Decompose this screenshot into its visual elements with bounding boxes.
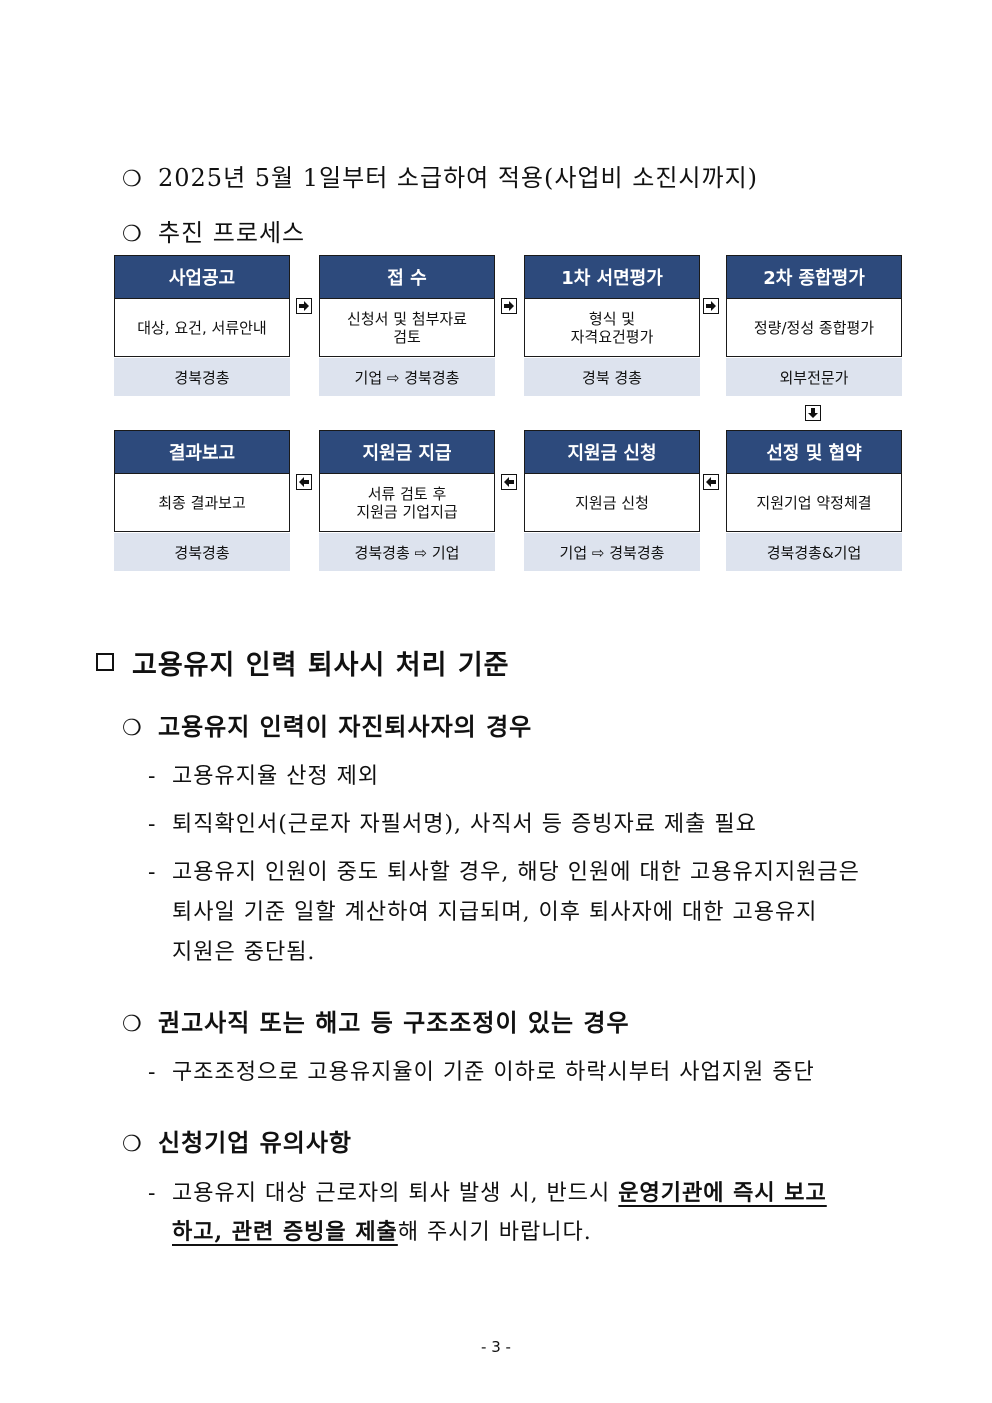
process-box-application: 지원금 신청 지원금 신청	[524, 430, 700, 532]
arrow-right-icon	[501, 298, 517, 314]
process-body: 최종 결과보고	[158, 493, 246, 512]
emphasis-text: 하고, 관련 증빙을 제출	[172, 1219, 398, 1245]
circle-bullet-icon: ❍	[122, 1132, 143, 1157]
circle-bullet-icon: ❍	[122, 167, 143, 192]
subsection-title: 고용유지 인력이 자진퇴사자의 경우	[158, 712, 533, 741]
subsection-title: 신청기업 유의사항	[158, 1128, 352, 1157]
list-item-text: 고용유지율 산정 제외	[172, 764, 380, 789]
subsection-applicant-notes: ❍ 신청기업 유의사항	[122, 1123, 352, 1158]
dash-marker: -	[148, 1181, 157, 1206]
arrow-right-icon	[296, 298, 312, 314]
process-body: 지원기업 약정체결	[756, 493, 872, 512]
circle-bullet-icon: ❍	[122, 222, 143, 247]
section-heading: 고용유지 인력 퇴사시 처리 기준	[96, 643, 510, 682]
list-item: -고용유지 인원이 중도 퇴사할 경우, 해당 인원에 대한 고용유지지원금은	[148, 854, 860, 886]
process-body: 정량/정성 종합평가	[753, 318, 875, 337]
process-box-result-report: 결과보고 최종 결과보고	[114, 430, 290, 532]
page-number: - 3 -	[481, 1338, 511, 1356]
section-title-text: 고용유지 인력 퇴사시 처리 기준	[132, 650, 510, 681]
list-item: -고용유지 대상 근로자의 퇴사 발생 시, 반드시 운영기관에 즉시 보고	[148, 1175, 827, 1207]
checkbox-square-icon	[96, 653, 114, 671]
intro-date-text: 2025년 5월 1일부터 소급하여 적용(사업비 소진시까지)	[158, 164, 759, 192]
list-item: -퇴직확인서(근로자 자필서명), 사직서 등 증빙자료 제출 필요	[148, 806, 757, 838]
process-owner: 외부전문가	[726, 358, 902, 396]
intro-line-process: ❍ 추진 프로세스	[122, 213, 305, 248]
process-body: 대상, 요건, 서류안내	[137, 318, 267, 337]
subsection-restructuring: ❍ 권고사직 또는 해고 등 구조조정이 있는 경우	[122, 1003, 630, 1038]
emphasis-text: 운영기관에 즉시 보고	[618, 1180, 827, 1206]
list-item-text: 고용유지 인원이 중도 퇴사할 경우, 해당 인원에 대한 고용유지지원금은	[172, 860, 860, 885]
process-title: 사업공고	[115, 256, 289, 299]
arrow-left-icon	[703, 474, 719, 490]
intro-process-text: 추진 프로세스	[158, 219, 306, 247]
intro-line-date: ❍ 2025년 5월 1일부터 소급하여 적용(사업비 소진시까지)	[122, 158, 758, 193]
process-owner: 기업 ⇨ 경북경총	[319, 358, 495, 396]
process-owner: 경북 경총	[524, 358, 700, 396]
dash-marker: -	[148, 764, 157, 789]
circle-bullet-icon: ❍	[122, 716, 143, 741]
arrow-left-icon	[501, 474, 517, 490]
list-item-continuation: 퇴사일 기준 일할 계산하여 지급되며, 이후 퇴사자에 대한 고용유지	[172, 900, 818, 925]
subsection-voluntary-resignation: ❍ 고용유지 인력이 자진퇴사자의 경우	[122, 707, 532, 742]
process-title: 접 수	[320, 256, 494, 299]
list-item-continuation: 하고, 관련 증빙을 제출해 주시기 바랍니다.	[172, 1214, 592, 1246]
arrow-left-icon	[296, 474, 312, 490]
process-owner: 경북경총 ⇨ 기업	[319, 533, 495, 571]
list-item-continuation: 지원은 중단됨.	[172, 940, 316, 965]
dash-marker: -	[148, 1060, 157, 1085]
process-box-selection: 선정 및 협약 지원기업 약정체결	[726, 430, 902, 532]
process-body: 지원금 신청	[575, 493, 649, 512]
process-owner: 경북경총&기업	[726, 533, 902, 571]
process-title: 2차 종합평가	[727, 256, 901, 299]
process-title: 1차 서면평가	[525, 256, 699, 299]
process-title: 지원금 지급	[320, 431, 494, 474]
dash-marker: -	[148, 812, 157, 837]
process-box-announce: 사업공고 대상, 요건, 서류안내	[114, 255, 290, 357]
dash-marker: -	[148, 860, 157, 885]
subsection-title: 권고사직 또는 해고 등 구조조정이 있는 경우	[158, 1008, 630, 1037]
arrow-down-icon	[805, 405, 821, 421]
list-item-text: 퇴직확인서(근로자 자필서명), 사직서 등 증빙자료 제출 필요	[172, 812, 757, 837]
process-title: 지원금 신청	[525, 431, 699, 474]
process-box-second-eval: 2차 종합평가 정량/정성 종합평가	[726, 255, 902, 357]
list-item: -구조조정으로 고용유지율이 기준 이하로 하락시부터 사업지원 중단	[148, 1054, 815, 1086]
process-owner: 기업 ⇨ 경북경총	[524, 533, 700, 571]
list-item-text: 고용유지 대상 근로자의 퇴사 발생 시, 반드시	[172, 1181, 619, 1206]
circle-bullet-icon: ❍	[122, 1012, 143, 1037]
list-item-text: 해 주시기 바랍니다.	[397, 1220, 592, 1245]
process-owner: 경북경총	[114, 533, 290, 571]
list-item: -고용유지율 산정 제외	[148, 758, 379, 790]
list-item-text: 구조조정으로 고용유지율이 기준 이하로 하락시부터 사업지원 중단	[172, 1060, 815, 1085]
process-owner: 경북경총	[114, 358, 290, 396]
process-title: 선정 및 협약	[727, 431, 901, 474]
process-title: 결과보고	[115, 431, 289, 474]
arrow-right-icon	[703, 298, 719, 314]
